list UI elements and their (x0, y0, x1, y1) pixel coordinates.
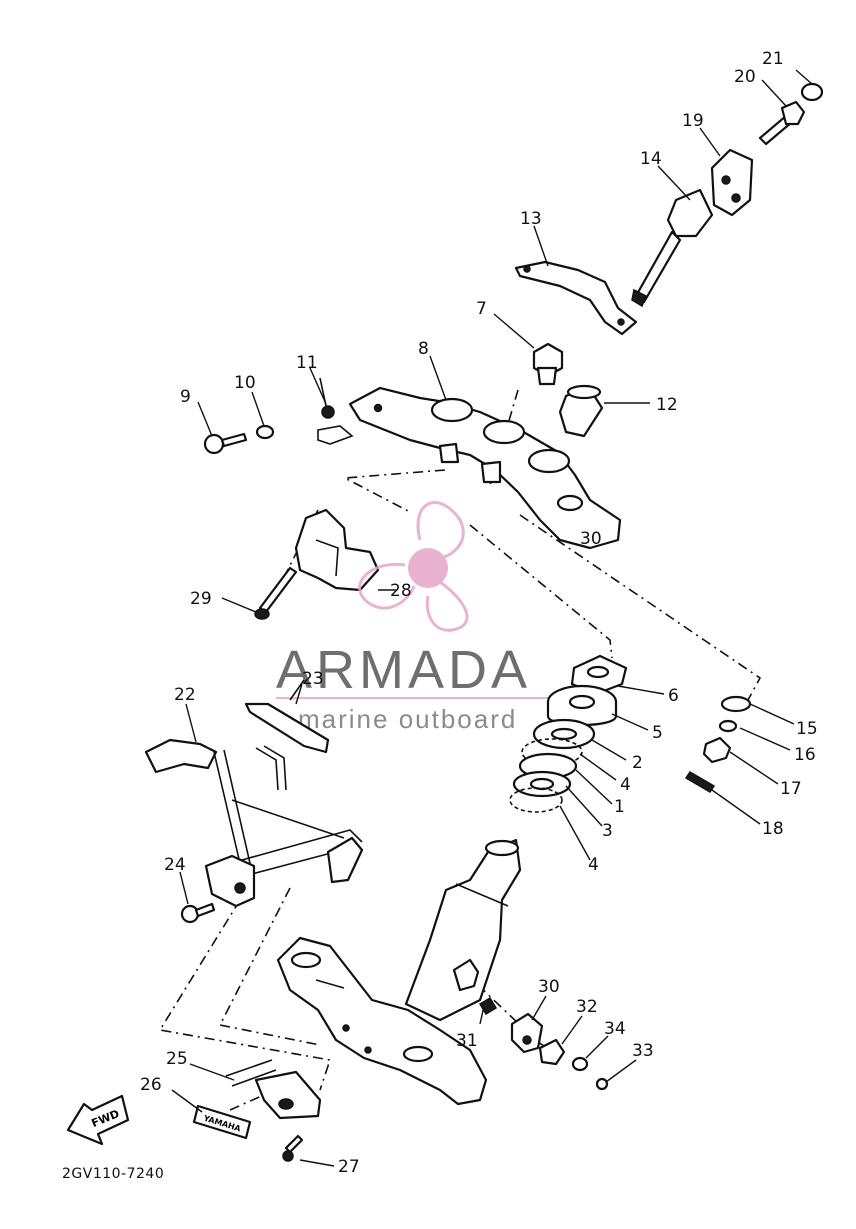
part-15-washer (720, 695, 752, 713)
callout-25: 25 (166, 1049, 188, 1069)
callout-3: 3 (602, 821, 613, 841)
forward-arrow-icon: FWD (66, 1094, 130, 1146)
part-17-nut (702, 736, 732, 764)
callout-27: 27 (338, 1157, 360, 1177)
callout-18: 18 (762, 819, 784, 839)
callout-11: 11 (296, 353, 318, 373)
callout-22: 22 (174, 685, 196, 705)
callout-30: 30 (538, 977, 560, 997)
callout-4-lower: 4 (588, 855, 599, 875)
part-14-handle (631, 188, 714, 308)
part-34-nut (571, 1056, 589, 1072)
part-4-bearing-lower (509, 787, 563, 813)
callout-2: 2 (632, 753, 643, 773)
callout-29: 29 (190, 589, 212, 609)
part-7-plug (532, 342, 564, 386)
callout-12: 12 (656, 395, 678, 415)
part-21-cap (800, 82, 824, 102)
part-28-bracket (294, 508, 380, 592)
callout-16: 16 (794, 745, 816, 765)
callout-31: 31 (456, 1031, 478, 1051)
watermark: ARMADA marine outboard (276, 501, 566, 734)
callout-30-upper: 30 (580, 529, 602, 549)
watermark-blade-top (416, 501, 465, 560)
lower-bracket (276, 936, 488, 1106)
callout-labels: 21 20 19 14 13 7 8 11 10 9 12 30 28 29 2… (140, 49, 818, 1177)
callout-33: 33 (632, 1041, 654, 1061)
part-33-screw (595, 1077, 609, 1091)
part-3-race (512, 770, 572, 798)
callout-14: 14 (640, 149, 662, 169)
diagram-code: 2GV110-7240 (62, 1166, 164, 1182)
part-2-race (532, 718, 596, 750)
callout-15: 15 (796, 719, 818, 739)
callout-7: 7 (476, 299, 487, 319)
callout-4-upper: 4 (620, 775, 631, 795)
watermark-title: ARMADA (276, 640, 531, 700)
callout-5: 5 (652, 723, 663, 743)
callout-28: 28 (390, 581, 412, 601)
part-23-plate (244, 679, 330, 754)
watermark-subtitle: marine outboard (298, 704, 517, 734)
watermark-blade-left (358, 562, 416, 610)
callout-8: 8 (418, 339, 429, 359)
leader-lines (171, 69, 813, 1167)
part-13-bracket-plate (514, 260, 638, 336)
part-24-bolt (180, 902, 216, 924)
part-18-stud (684, 770, 716, 794)
callout-1: 1 (614, 797, 625, 817)
callout-19: 19 (682, 111, 704, 131)
watermark-hub (408, 548, 448, 588)
part-31-spring (478, 996, 498, 1016)
steering-stem (404, 838, 522, 1022)
callout-10: 10 (234, 373, 256, 393)
callout-17: 17 (780, 779, 802, 799)
part-30-fitting (510, 1012, 544, 1054)
part-10-washer (255, 424, 275, 440)
part-27-screw (282, 1134, 304, 1162)
callout-20: 20 (734, 67, 756, 87)
callout-13: 13 (520, 209, 542, 229)
part-29-screw (254, 566, 298, 620)
part-6-nut (570, 654, 628, 696)
part-9-bolt (203, 432, 248, 455)
part-8-upper-bracket (348, 386, 622, 550)
callout-26: 26 (140, 1075, 162, 1095)
part-25-bracket (225, 1059, 322, 1120)
callout-23: 23 (302, 669, 324, 689)
part-16-washer (718, 719, 738, 733)
callout-6: 6 (668, 686, 679, 706)
part-26-emblem: YAMAHA (192, 1104, 252, 1140)
watermark-blade-right (425, 580, 469, 632)
part-12-sleeve (558, 384, 604, 438)
part-11-clip (317, 377, 354, 445)
part-20-bolt (758, 100, 806, 146)
callout-34: 34 (604, 1019, 626, 1039)
part-19-clamp (710, 148, 754, 217)
callout-24: 24 (164, 855, 186, 875)
part-22-arm-frame (144, 738, 364, 908)
part-32-clip (538, 1038, 566, 1066)
callout-32: 32 (576, 997, 598, 1017)
callout-21: 21 (762, 49, 784, 69)
callout-9: 9 (180, 387, 191, 407)
